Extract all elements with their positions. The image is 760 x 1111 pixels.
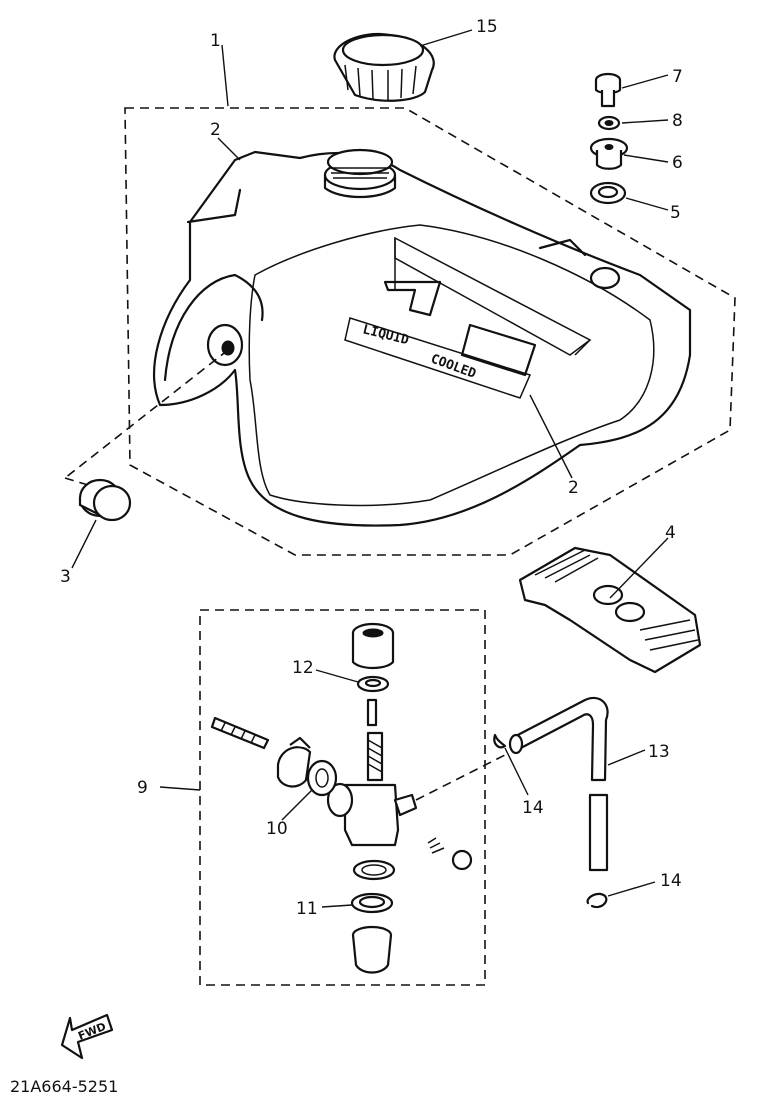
callout-12: 12 — [292, 658, 314, 678]
leader-11 — [321, 904, 353, 908]
fuel-hose-part-13 — [508, 696, 609, 872]
callout-8: 8 — [672, 111, 683, 131]
hose-clip-part-14a — [493, 733, 507, 749]
leader-2b — [529, 394, 573, 479]
tank-assembly-boundary — [124, 107, 736, 556]
callout-13: 13 — [648, 742, 670, 762]
callout-10: 10 — [266, 819, 288, 839]
leader-10 — [281, 789, 313, 821]
leader-9 — [159, 786, 201, 791]
fuel-tank: LIQUID COOLED — [153, 148, 692, 527]
fuel-cock-boundary — [199, 609, 486, 986]
callout-5: 5 — [670, 203, 681, 223]
bolt-part-7 — [594, 72, 622, 108]
leader-12 — [315, 669, 359, 683]
drawing-number: 21A664-5251 — [10, 1077, 118, 1096]
leader-14b — [607, 881, 656, 897]
callout-1: 1 — [210, 31, 221, 51]
leader-7 — [621, 74, 669, 89]
leader-14a — [504, 747, 529, 796]
leader-4 — [609, 537, 669, 599]
collar-part-6 — [589, 137, 629, 170]
leader-15 — [419, 29, 473, 47]
fuel-cap-part-15 — [333, 32, 435, 102]
leader-13 — [607, 749, 646, 766]
leader-1 — [221, 44, 229, 107]
callout-3: 3 — [60, 567, 71, 587]
leader-6 — [623, 154, 669, 163]
callout-4: 4 — [665, 523, 676, 543]
fuel-cock-part-9 — [210, 622, 506, 974]
washer-part-8 — [597, 115, 621, 131]
fwd-label: FWD — [76, 1020, 108, 1043]
callout-11: 11 — [296, 899, 318, 919]
leader-3 — [71, 519, 97, 569]
callout-2b: 2 — [568, 478, 579, 498]
leader-8 — [621, 119, 669, 124]
callout-6: 6 — [672, 153, 683, 173]
callout-9: 9 — [137, 778, 148, 798]
callout-14a: 14 — [522, 798, 544, 818]
hose-clip-part-14b — [586, 892, 608, 909]
callout-14b: 14 — [660, 871, 682, 891]
damper-part-3 — [64, 349, 229, 522]
forward-arrow-icon: FWD — [60, 1013, 114, 1060]
leader-2a — [217, 137, 241, 161]
grommet-part-5 — [589, 181, 627, 205]
callout-7: 7 — [672, 67, 683, 87]
callout-2a: 2 — [210, 120, 221, 140]
bracket-part-4 — [518, 546, 702, 674]
leader-5 — [625, 197, 669, 211]
callout-15: 15 — [476, 17, 498, 37]
